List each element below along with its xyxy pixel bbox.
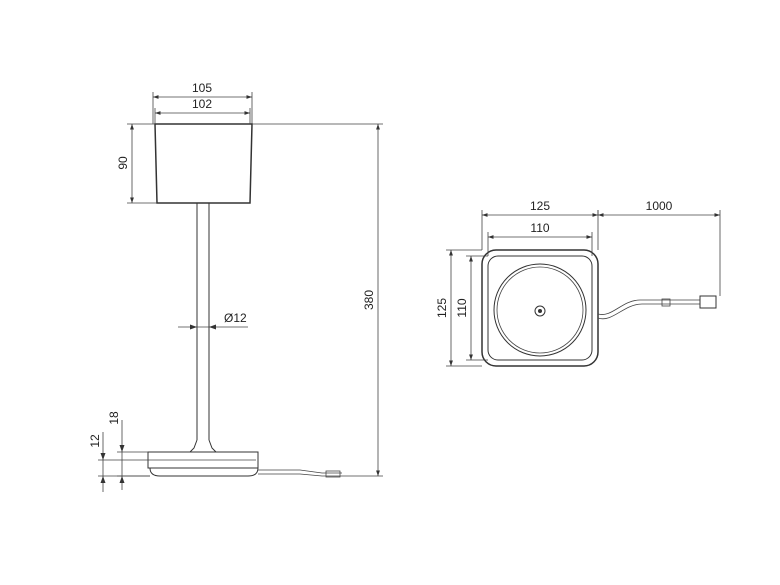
- dim-top-110-extensions: [487, 232, 593, 256]
- side-view: 105 102 90 Ø12 380 18 12: [88, 81, 383, 492]
- dim-12-arrow-bottom: [100, 476, 106, 483]
- top-view-outer-square: [481, 249, 599, 367]
- top-view-circle-outer: [493, 263, 587, 357]
- top-view-cable-plug: [699, 295, 717, 309]
- top-view-inner-square: [487, 255, 593, 361]
- dim-18-label: 18: [107, 411, 121, 425]
- top-view-circle-inner: [496, 266, 584, 354]
- side-cable: [258, 469, 342, 477]
- lamp-shade: [154, 123, 253, 204]
- dim-1000-extensions: [597, 210, 721, 296]
- dim-diameter-arrow-right: [209, 324, 216, 330]
- dim-380-extensions: [252, 123, 383, 477]
- top-view-cable: [597, 299, 700, 320]
- dim-side-110-label: 110: [455, 298, 469, 317]
- lamp-stem: [196, 203, 210, 440]
- top-view-cable-ferrite: [661, 298, 671, 307]
- dim-18-arrow-bottom: [119, 476, 125, 483]
- dim-90-label: 90: [116, 156, 130, 170]
- dim-102-label: 102: [192, 97, 212, 111]
- lamp-base: [147, 451, 259, 477]
- dim-12-arrow-top: [100, 453, 106, 460]
- dim-102-extensions: [154, 108, 251, 124]
- side-cable-plug: [325, 470, 341, 478]
- dim-380-label: 380: [362, 290, 376, 310]
- dim-18-arrow-top: [119, 445, 125, 452]
- dim-1000-label: 1000: [646, 199, 673, 213]
- top-view-center-dot: [538, 309, 542, 313]
- dim-12-label: 12: [88, 434, 102, 448]
- dim-105-label: 105: [192, 81, 212, 95]
- dim-top-110-label: 110: [530, 221, 549, 235]
- dim-top-125-label: 125: [530, 199, 550, 213]
- dim-side-125-label: 125: [435, 298, 449, 318]
- dim-diameter-arrow-left: [190, 324, 197, 330]
- dim-90-extensions: [127, 123, 157, 204]
- lamp-neck: [188, 439, 218, 453]
- top-view: 125 110 1000 125 110: [435, 199, 721, 367]
- dim-diameter-label: Ø12: [224, 311, 247, 325]
- top-view-center-ring: [534, 305, 546, 317]
- dim-side-110-extensions: [466, 255, 488, 361]
- dim-12-extensions: [98, 459, 150, 477]
